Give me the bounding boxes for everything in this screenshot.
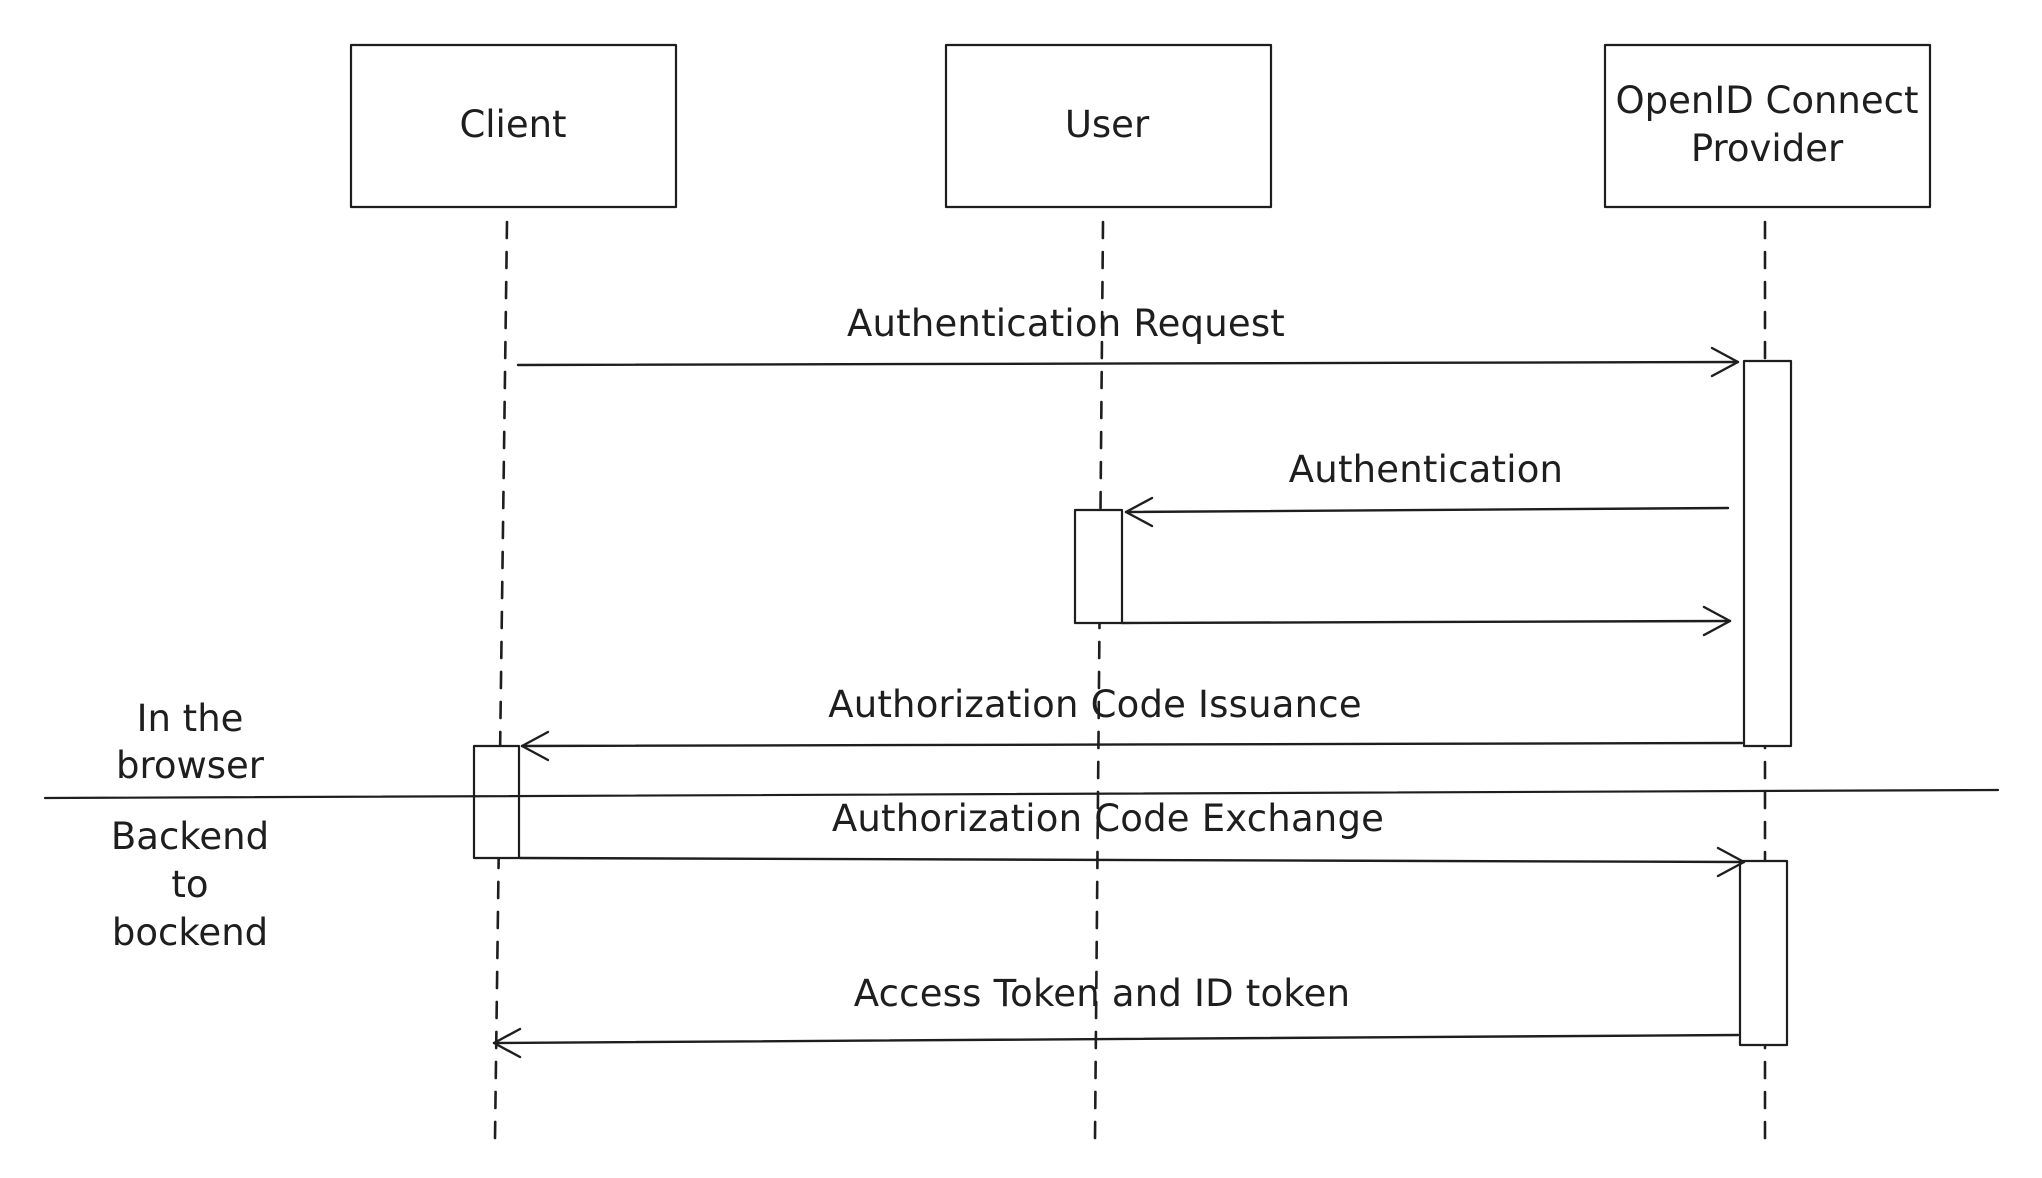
activations (472, 359, 1793, 1047)
client-box (349, 43, 678, 209)
authentication-arrow (1124, 506, 1730, 514)
authentication-label: Authentication (1289, 448, 1563, 491)
auth-request-label: Authentication Request (847, 302, 1285, 345)
zone-backend: Backend to bockend (111, 815, 269, 954)
message-code-exchange: Authorization Code Exchange (518, 797, 1746, 878)
code-issuance-label: Authorization Code Issuance (828, 683, 1362, 726)
code-exchange-label: Authorization Code Exchange (832, 797, 1384, 840)
zone-divider (43, 788, 2000, 800)
auth-request-arrowhead (1710, 346, 1740, 378)
provider-activation-2 (1738, 859, 1789, 1047)
authentication-arrowhead (1124, 496, 1154, 528)
backend-label-line1: Backend (111, 815, 269, 858)
backend-label-line2: to (171, 863, 208, 906)
provider-box (1603, 43, 1932, 209)
auth-request-arrow (516, 360, 1740, 367)
user-lifeline (1093, 220, 1105, 1140)
provider-activation-1 (1742, 359, 1793, 748)
message-tokens: Access Token and ID token (492, 972, 1740, 1059)
message-authentication: Authentication (1124, 448, 1730, 528)
message-user-response (1120, 605, 1732, 637)
code-issuance-arrow (520, 741, 1744, 748)
tokens-arrowhead (492, 1027, 522, 1059)
user-label: User (1065, 103, 1150, 146)
participant-provider: OpenID Connect Provider (1603, 43, 1932, 209)
participant-client: Client (349, 43, 678, 209)
user-response-arrowhead (1702, 605, 1732, 637)
code-issuance-arrowhead (520, 730, 550, 762)
code-exchange-arrow (518, 856, 1746, 864)
tokens-arrow (492, 1033, 1740, 1045)
zone-browser: In the browser (116, 697, 265, 787)
client-activation (472, 744, 521, 860)
user-box (944, 43, 1273, 209)
code-exchange-arrowhead (1716, 846, 1746, 878)
tokens-label: Access Token and ID token (854, 972, 1350, 1015)
browser-label-line1: In the (137, 697, 244, 740)
provider-label-line2: Provider (1691, 127, 1844, 170)
client-label: Client (459, 103, 566, 146)
browser-label-line2: browser (116, 744, 265, 787)
user-activation (1073, 508, 1124, 625)
backend-label-line3: bockend (112, 911, 268, 954)
participant-user: User (944, 43, 1273, 209)
client-lifeline (493, 220, 509, 1140)
provider-label-line1: OpenID Connect (1616, 79, 1919, 122)
user-response-arrow (1120, 619, 1732, 625)
message-auth-request: Authentication Request (516, 302, 1740, 378)
message-code-issuance: Authorization Code Issuance (520, 683, 1744, 762)
